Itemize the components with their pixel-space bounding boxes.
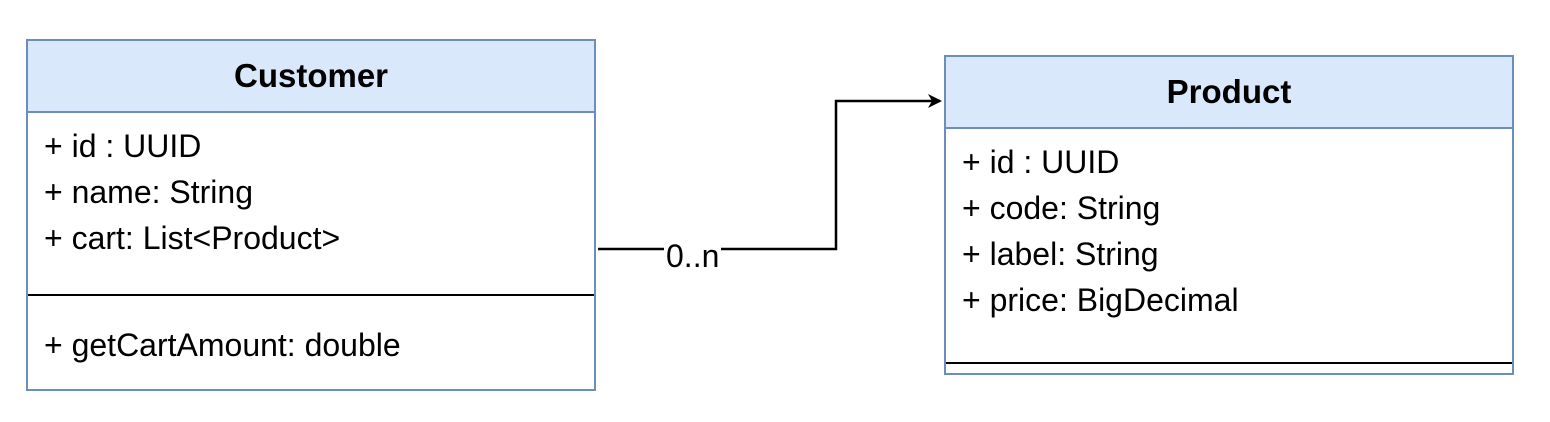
- customer-attribute: + name: String: [44, 174, 253, 210]
- product-attribute: + id : UUID: [962, 144, 1120, 180]
- product-attributes: + id : UUID + code: String + label: Stri…: [946, 129, 1512, 323]
- product-class[interactable]: Product + id : UUID + code: String + lab…: [944, 55, 1514, 375]
- product-attribute: + label: String: [962, 236, 1159, 272]
- customer-attribute: + cart: List<Product>: [44, 220, 341, 256]
- product-attribute: + code: String: [962, 190, 1161, 226]
- customer-divider: [28, 294, 594, 296]
- product-class-name: Product: [946, 57, 1512, 129]
- product-attribute: + price: BigDecimal: [962, 282, 1239, 318]
- multiplicity-label: 0..n: [664, 236, 722, 276]
- customer-class[interactable]: Customer + id : UUID + name: String + ca…: [26, 39, 596, 391]
- customer-class-name: Customer: [28, 41, 594, 113]
- customer-method: + getCartAmount: double: [44, 327, 401, 363]
- customer-attribute: + id : UUID: [44, 128, 202, 164]
- association-line[interactable]: [598, 94, 942, 251]
- customer-attributes: + id : UUID + name: String + cart: List<…: [28, 113, 594, 261]
- product-divider: [946, 362, 1512, 364]
